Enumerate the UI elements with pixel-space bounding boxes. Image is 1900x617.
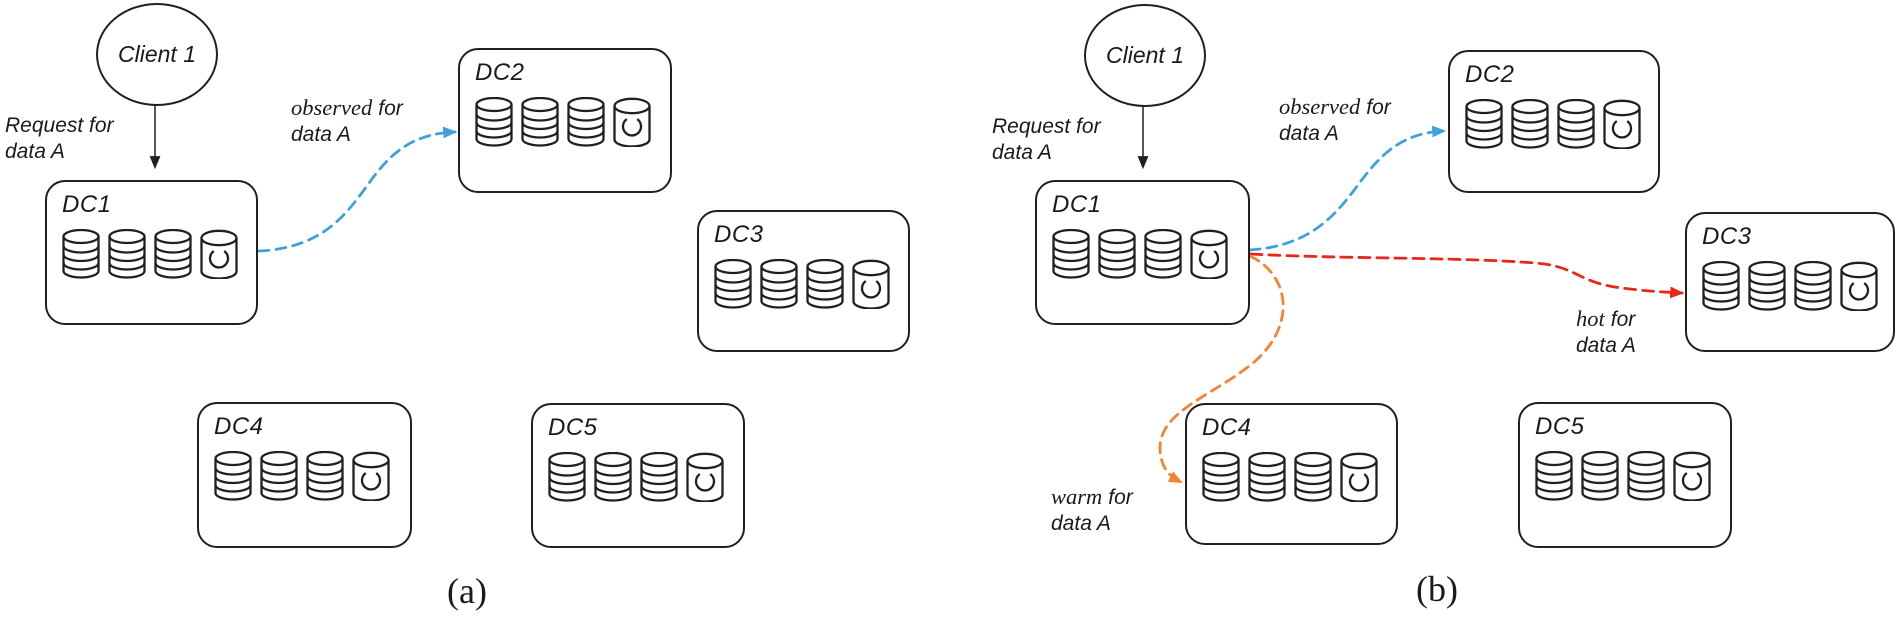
database-icon	[1144, 229, 1182, 279]
database-icon	[1098, 229, 1136, 279]
database-icon	[1535, 451, 1573, 501]
datacenter-label: DC4	[1202, 414, 1252, 441]
cache-icon	[1340, 452, 1378, 502]
database-icon	[714, 259, 752, 309]
hot-arrow-b	[1249, 252, 1685, 299]
database-icon	[806, 259, 844, 309]
client-label: Client 1	[118, 41, 196, 67]
datacenter-dc1-a: DC1	[45, 180, 258, 325]
storage-cluster	[713, 259, 908, 309]
datacenter-dc4-a: DC4	[197, 402, 412, 548]
storage-cluster	[1701, 261, 1893, 311]
database-icon	[260, 451, 298, 501]
cache-icon	[1673, 451, 1711, 501]
storage-cluster	[547, 452, 743, 502]
database-icon	[1748, 261, 1786, 311]
datacenter-label: DC4	[214, 413, 264, 440]
client-label: Client 1	[1106, 42, 1184, 68]
datacenter-label: DC5	[1535, 413, 1585, 440]
observed-arrow-b	[1248, 125, 1447, 252]
database-icon	[640, 452, 678, 502]
database-icon	[760, 259, 798, 309]
panel-caption-a: (a)	[447, 571, 487, 611]
cache-icon	[852, 259, 890, 309]
storage-cluster	[1534, 451, 1730, 501]
storage-cluster	[1464, 99, 1658, 149]
datacenter-dc5-b: DC5	[1518, 402, 1732, 548]
database-icon	[1627, 451, 1665, 501]
database-icon	[1465, 99, 1503, 149]
datacenter-dc1-b: DC1	[1035, 180, 1250, 325]
cache-icon	[352, 451, 390, 501]
request-label-b: Request for data A	[992, 115, 1101, 164]
database-icon	[154, 229, 192, 279]
request-label-a: Request for data A	[5, 114, 114, 163]
database-icon	[1581, 451, 1619, 501]
datacenter-dc2-a: DC2	[458, 48, 672, 193]
datacenter-label: DC2	[1465, 61, 1515, 88]
datacenter-label: DC3	[714, 221, 764, 248]
panel-caption-b: (b)	[1416, 569, 1458, 609]
datacenter-label: DC1	[62, 191, 112, 218]
database-icon	[108, 229, 146, 279]
cache-icon	[686, 452, 724, 502]
observed-arrow-a	[257, 126, 458, 253]
database-icon	[1052, 229, 1090, 279]
storage-cluster	[1201, 452, 1396, 502]
database-icon	[521, 97, 559, 147]
database-icon	[475, 97, 513, 147]
datacenter-label: DC5	[548, 414, 598, 441]
database-icon	[62, 229, 100, 279]
database-icon	[1294, 452, 1332, 502]
cache-icon	[1603, 99, 1641, 149]
cache-icon	[613, 97, 651, 147]
database-icon	[548, 452, 586, 502]
database-icon	[1702, 261, 1740, 311]
datacenter-dc2-b: DC2	[1448, 50, 1660, 193]
database-icon	[1794, 261, 1832, 311]
storage-cluster	[474, 97, 670, 147]
storage-cluster	[61, 229, 256, 279]
storage-cluster	[213, 451, 410, 501]
storage-cluster	[1051, 229, 1248, 279]
datacenter-dc4-b: DC4	[1185, 403, 1398, 545]
database-icon	[1202, 452, 1240, 502]
cache-icon	[1840, 261, 1878, 311]
datacenter-dc3-b: DC3	[1685, 212, 1895, 352]
client-node-b: Client 1	[1084, 4, 1206, 107]
cache-icon	[200, 229, 238, 279]
datacenter-dc5-a: DC5	[531, 403, 745, 548]
database-icon	[214, 451, 252, 501]
database-icon	[306, 451, 344, 501]
client-node-a: Client 1	[96, 3, 218, 106]
cache-icon	[1190, 229, 1228, 279]
database-icon	[1511, 99, 1549, 149]
database-icon	[1557, 99, 1595, 149]
datacenter-label: DC2	[475, 59, 525, 86]
database-icon	[1248, 452, 1286, 502]
database-icon	[567, 97, 605, 147]
datacenter-dc3-a: DC3	[697, 210, 910, 352]
datacenter-label: DC3	[1702, 223, 1752, 250]
datacenter-label: DC1	[1052, 191, 1102, 218]
database-icon	[594, 452, 632, 502]
